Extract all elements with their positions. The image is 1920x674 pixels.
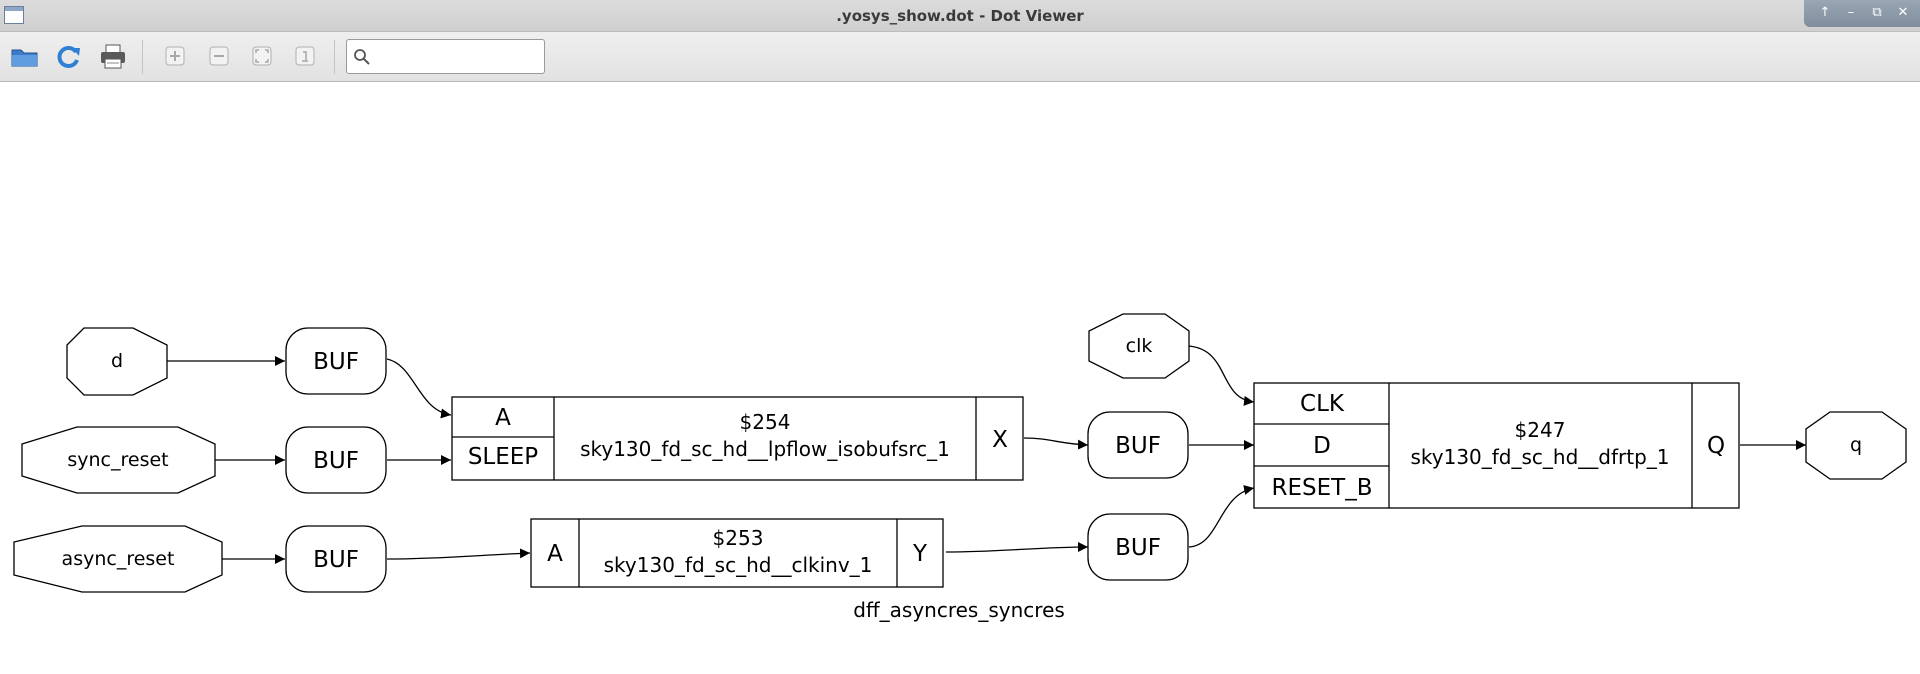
port-label-async-reset: async_reset bbox=[62, 548, 175, 570]
port-async-reset[interactable] bbox=[13, 525, 223, 593]
buf-node-d[interactable] bbox=[285, 327, 387, 395]
cell-254[interactable] bbox=[451, 396, 1024, 481]
port-clk[interactable] bbox=[1088, 313, 1190, 379]
port-d[interactable] bbox=[66, 327, 168, 396]
port-label-sync-reset: sync_reset bbox=[67, 449, 168, 471]
cell-253[interactable] bbox=[530, 518, 944, 588]
buf-node-x254[interactable] bbox=[1087, 411, 1189, 479]
port-label-clk: clk bbox=[1126, 335, 1153, 357]
edge-buf-a254 bbox=[386, 358, 452, 419]
search-box[interactable] bbox=[346, 39, 545, 74]
cell-247-port-reset-b: RESET_B bbox=[1272, 475, 1373, 501]
cell-254-port-x: X bbox=[992, 427, 1008, 453]
buf-label: BUF bbox=[313, 547, 359, 573]
buf-node-async-reset[interactable] bbox=[285, 525, 387, 593]
toolbar-separator bbox=[142, 40, 143, 74]
minimize-icon[interactable]: – bbox=[1847, 5, 1855, 20]
edge-clk-dff bbox=[1188, 345, 1255, 406]
up-arrow-icon[interactable]: ↑ bbox=[1819, 5, 1831, 20]
print-icon[interactable] bbox=[96, 40, 130, 72]
zoom-100-icon[interactable] bbox=[288, 40, 322, 72]
search-input[interactable] bbox=[375, 43, 535, 69]
cell-247-port-clk: CLK bbox=[1300, 391, 1345, 417]
port-q[interactable] bbox=[1805, 411, 1907, 480]
zoom-fit-icon[interactable] bbox=[245, 40, 279, 72]
cell-254-id: $254 bbox=[740, 410, 791, 434]
cell-254-type: sky130_fd_sc_hd__lpflow_isobufsrc_1 bbox=[580, 437, 950, 461]
port-label-q: q bbox=[1850, 434, 1862, 456]
zoom-in-icon[interactable] bbox=[158, 40, 192, 72]
graph-canvas[interactable]: d sync_reset async_reset clk q BUF BUF B… bbox=[0, 82, 1920, 670]
close-icon[interactable]: ✕ bbox=[1897, 5, 1909, 20]
cell-247-port-q: Q bbox=[1707, 433, 1725, 459]
window-controls: ↑ – ⧉ ✕ bbox=[1804, 0, 1920, 27]
cell-253-type: sky130_fd_sc_hd__clkinv_1 bbox=[604, 553, 873, 577]
cell-247-port-d: D bbox=[1313, 433, 1331, 459]
cell-253-port-a: A bbox=[547, 541, 563, 567]
buf-label: BUF bbox=[1115, 433, 1161, 459]
buf-label: BUF bbox=[1115, 535, 1161, 561]
maximize-icon[interactable]: ⧉ bbox=[1872, 5, 1882, 20]
buf-label: BUF bbox=[313, 349, 359, 375]
buf-node-sync-reset[interactable] bbox=[285, 426, 387, 494]
port-sync-reset[interactable] bbox=[21, 426, 216, 494]
toolbar-separator bbox=[334, 40, 335, 74]
cell-253-port-y: Y bbox=[912, 541, 928, 567]
search-icon bbox=[354, 49, 370, 65]
cell-253-id: $253 bbox=[713, 526, 764, 550]
buf-node-y253[interactable] bbox=[1087, 513, 1189, 581]
graph-svg: d sync_reset async_reset clk q BUF BUF B… bbox=[13, 313, 1907, 622]
edge-buf-a253 bbox=[386, 548, 531, 560]
cell-247[interactable] bbox=[1253, 382, 1740, 509]
window-titlebar[interactable]: .yosys_show.dot - Dot Viewer ↑ – ⧉ ✕ bbox=[0, 0, 1920, 32]
toolbar bbox=[0, 32, 1920, 82]
cell-247-type: sky130_fd_sc_hd__dfrtp_1 bbox=[1410, 445, 1669, 469]
cell-254-port-a: A bbox=[495, 405, 511, 431]
app-window-icon bbox=[4, 6, 24, 24]
edge-x254-buf bbox=[1023, 437, 1089, 450]
buf-label: BUF bbox=[313, 448, 359, 474]
cell-254-port-sleep: SLEEP bbox=[468, 444, 538, 470]
port-label-d: d bbox=[111, 350, 123, 372]
graph-name: dff_asyncres_syncres bbox=[853, 598, 1065, 622]
edge-buf-reset247 bbox=[1188, 485, 1255, 548]
edge-y253-buf bbox=[945, 542, 1089, 553]
zoom-out-icon[interactable] bbox=[202, 40, 236, 72]
cell-247-id: $247 bbox=[1515, 418, 1566, 442]
open-folder-icon[interactable] bbox=[8, 40, 42, 72]
reload-icon[interactable] bbox=[52, 40, 86, 72]
window-title: .yosys_show.dot - Dot Viewer bbox=[836, 7, 1084, 25]
